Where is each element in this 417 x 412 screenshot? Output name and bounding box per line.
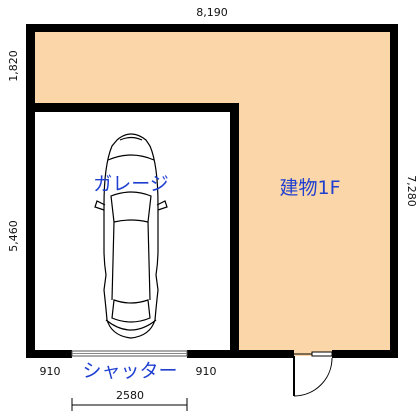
car-icon (94, 133, 168, 339)
dim-left-upper: 1,820 (7, 50, 20, 82)
wall-inner-horizontal (26, 103, 238, 112)
wall-inner-vertical (230, 103, 239, 358)
dim-bottom-left-offset: 910 (40, 365, 61, 378)
dim-bottom-right-offset: 910 (196, 365, 217, 378)
wall-bottom-building (230, 350, 294, 358)
wall-bottom-left (26, 350, 72, 358)
shutter-label: シャッター (82, 360, 177, 382)
building-floor-area (28, 26, 396, 356)
garage-floor-area (34, 113, 230, 351)
wall-top (26, 24, 398, 32)
wall-bottom-garage-right (187, 350, 239, 358)
building-label: 建物1F (279, 177, 340, 199)
wall-right (390, 24, 398, 358)
dim-top-width: 8,190 (196, 6, 228, 19)
dim-right-height: 7,280 (405, 175, 417, 207)
garage-label: ガレージ (93, 173, 169, 195)
dim-shutter-width: 2580 (116, 389, 144, 402)
wall-left (26, 24, 35, 358)
shutter-width-dimension-line (71, 398, 188, 411)
wall-bottom-right (332, 350, 398, 358)
entry-door (293, 351, 333, 397)
dim-left-lower: 5,460 (7, 220, 20, 252)
